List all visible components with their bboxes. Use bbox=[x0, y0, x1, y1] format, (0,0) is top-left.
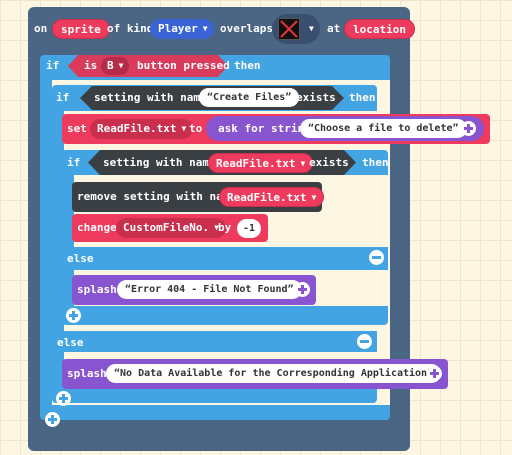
if1-if-label: if bbox=[46, 59, 60, 72]
change-amount-input[interactable]: -1 bbox=[237, 219, 262, 238]
event-on-label: on bbox=[34, 22, 48, 35]
if3-collapse-minus-icon[interactable] bbox=[369, 250, 384, 265]
if2-else-label: else bbox=[57, 336, 84, 349]
if3-add-else-plus-icon[interactable] bbox=[66, 308, 81, 323]
change-variable-name: CustomFileNo. bbox=[123, 221, 210, 234]
setting-with-name-label: setting with name bbox=[94, 91, 207, 104]
setting-name-input[interactable]: “Create Files” bbox=[199, 88, 300, 107]
is-label: is bbox=[84, 59, 98, 72]
chevron-down-icon: ▼ bbox=[118, 61, 124, 70]
event-at-label: at bbox=[327, 22, 341, 35]
if3-else-label: else bbox=[67, 252, 94, 265]
if3-then-label: then bbox=[362, 156, 389, 169]
change-label: change bbox=[77, 221, 117, 234]
sprite-variable[interactable]: sprite bbox=[52, 19, 110, 39]
splash-label: splash bbox=[77, 283, 117, 296]
chevron-down-icon: ▼ bbox=[311, 193, 317, 202]
if2-then-label: then bbox=[349, 91, 376, 104]
splash-expand-plus-icon[interactable] bbox=[427, 366, 442, 381]
change-variable-dropdown[interactable]: CustomFileNo. ▼ bbox=[116, 218, 226, 238]
setting-with-name-label: setting with name bbox=[103, 156, 216, 169]
empty-sprite-kind-icon bbox=[278, 18, 300, 40]
chevron-down-icon: ▼ bbox=[214, 223, 219, 232]
by-label: by bbox=[218, 221, 232, 234]
location-variable[interactable]: location bbox=[344, 19, 415, 39]
button-dropdown[interactable]: B▼ bbox=[101, 57, 130, 75]
set-variable-dropdown[interactable]: ReadFile.txt ▼ bbox=[90, 119, 194, 139]
chevron-down-icon: ▼ bbox=[300, 159, 306, 168]
chevron-down-icon: ▼ bbox=[202, 24, 208, 33]
if3-variable-dropdown[interactable]: ReadFile.txt ▼ bbox=[208, 153, 314, 173]
set-variable-name: ReadFile.txt bbox=[97, 122, 177, 135]
remove-variable-name: ReadFile.txt bbox=[227, 191, 307, 204]
if1-add-else-plus-icon[interactable] bbox=[45, 412, 60, 427]
if2-if-label: if bbox=[56, 91, 70, 104]
ask-prompt-input[interactable]: “Choose a file to delete” bbox=[300, 119, 467, 138]
event-of-kind-label: of kind bbox=[107, 22, 154, 35]
button-value: B bbox=[107, 59, 114, 72]
exists-label: exists bbox=[296, 91, 336, 104]
set-label: set bbox=[67, 122, 87, 135]
kind-dropdown[interactable]: Player ▼ bbox=[150, 19, 214, 39]
remove-setting-label: remove setting with name bbox=[77, 190, 236, 203]
splash-label: splash bbox=[67, 367, 107, 380]
chevron-down-icon: ▼ bbox=[309, 24, 314, 33]
if3-variable-name: ReadFile.txt bbox=[216, 157, 296, 170]
if3-if-label: if bbox=[67, 156, 81, 169]
kind-value: Player bbox=[158, 22, 198, 35]
ask-for-string-label: ask for string bbox=[218, 122, 311, 135]
kind-picker-dropdown[interactable]: ▼ bbox=[272, 14, 320, 44]
splash-expand-plus-icon[interactable] bbox=[295, 282, 310, 297]
splash-no-data-text-input[interactable]: “No Data Available for the Corresponding… bbox=[106, 364, 442, 383]
if1-then-label: then bbox=[234, 59, 261, 72]
remove-variable-dropdown[interactable]: ReadFile.txt ▼ bbox=[219, 187, 325, 207]
splash-error-text-input[interactable]: “Error 404 - File Not Found” bbox=[117, 280, 302, 299]
ask-expand-plus-icon[interactable] bbox=[461, 121, 476, 136]
if2-add-else-plus-icon[interactable] bbox=[56, 391, 71, 406]
chevron-down-icon: ▼ bbox=[181, 124, 187, 133]
event-overlaps-label: overlaps bbox=[220, 22, 273, 35]
to-label: to bbox=[189, 122, 203, 135]
if2-collapse-minus-icon[interactable] bbox=[357, 334, 372, 349]
button-pressed-label: button pressed bbox=[137, 59, 230, 72]
exists-label: exists bbox=[309, 156, 349, 169]
